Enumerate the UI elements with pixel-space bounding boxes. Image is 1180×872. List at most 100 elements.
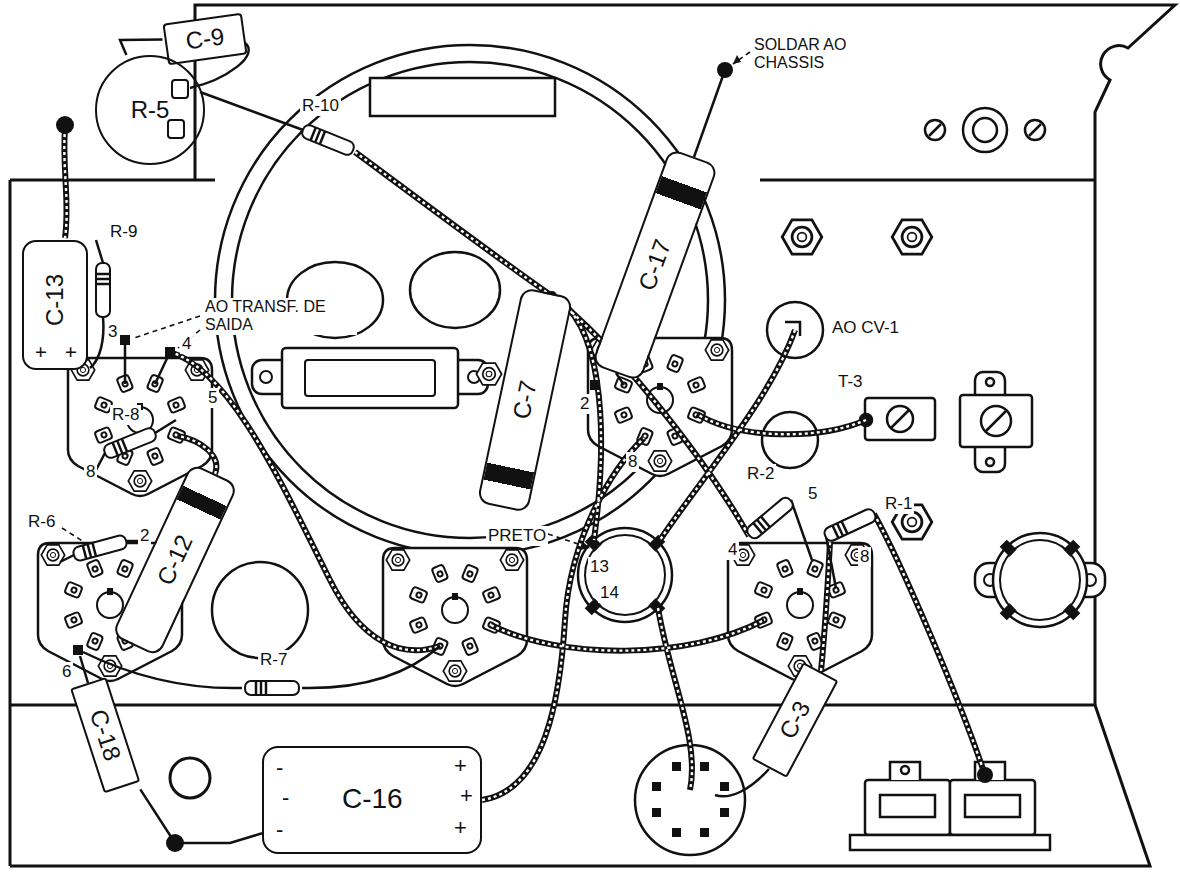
- resistor-symbols: [300, 123, 355, 156]
- solder-points: [977, 767, 993, 783]
- component-label: C-3: [774, 697, 815, 744]
- capacitor-body: C-9: [162, 13, 247, 66]
- resistor-symbols: [300, 123, 355, 156]
- wire-connector: [120, 40, 163, 56]
- component-label: C-18: [84, 706, 125, 764]
- plain-wires: [791, 500, 812, 560]
- if-transformer: [282, 348, 458, 408]
- plain-wires: [826, 536, 836, 588]
- plain-wires: [715, 769, 769, 796]
- capacitor-body: C-12: [111, 463, 238, 657]
- trimmer-t3: [860, 372, 1032, 472]
- component-label: C-13: [42, 274, 68, 326]
- callout-label: 3: [106, 322, 119, 342]
- chassis-outline: [10, 705, 1150, 866]
- octal-plug: [720, 808, 729, 817]
- plain-wires: [60, 555, 74, 562]
- plain-wires: [90, 317, 103, 368]
- component-label: +: [454, 816, 467, 840]
- component-label: +: [460, 784, 473, 808]
- switch-block: [850, 835, 1050, 850]
- if-transformer: [252, 348, 488, 408]
- potentiometer-lugs: [172, 80, 188, 98]
- chassis-outline: [760, 179, 1095, 182]
- octal-plug: [652, 808, 661, 817]
- resistor-symbols: [245, 681, 299, 695]
- if-transformer: [260, 371, 272, 383]
- plain-wires: [124, 345, 127, 384]
- solder-points: [590, 380, 600, 390]
- callout-label: 6: [60, 662, 73, 682]
- tube-sockets: [728, 543, 872, 681]
- resistor-symbols: [96, 263, 110, 317]
- switch-block: [880, 795, 935, 817]
- tube-sockets: [383, 548, 527, 686]
- switch-block: [890, 762, 920, 780]
- potentiometer-lugs: [168, 120, 184, 138]
- capacitor-body: C-17: [591, 148, 719, 382]
- callout-label: 8: [626, 452, 639, 472]
- octal-plug: [672, 828, 681, 837]
- chassis-outline: [9, 180, 12, 866]
- trimmer-t3: [865, 398, 935, 440]
- plain-wires: [200, 92, 303, 130]
- callout-label: R-2: [745, 464, 776, 484]
- switch-block: [901, 766, 909, 774]
- component-label: -: [276, 818, 283, 842]
- switch-block: [850, 762, 1050, 850]
- component-label: +: [30, 346, 52, 358]
- rear-panel-screws: [1025, 120, 1045, 140]
- callout-label: 2: [138, 526, 151, 546]
- chassis-outline: [10, 5, 1175, 866]
- callout-label: AO TRANSF. DE SAIDA: [203, 298, 357, 335]
- resistor-symbols: [72, 534, 128, 561]
- hex-nuts: [476, 363, 501, 385]
- component-label: C-16: [342, 784, 403, 815]
- resistor-symbols: [72, 534, 128, 561]
- rear-panel-screws: [925, 108, 1045, 152]
- leader-arrowheads: [580, 542, 590, 550]
- resistor-symbols: [245, 681, 299, 695]
- component-label: +: [454, 754, 467, 778]
- hex-nuts: [476, 220, 931, 539]
- resistor-symbols: [72, 123, 877, 695]
- leader-arrowheads: [580, 55, 741, 550]
- solder-points: [120, 335, 130, 345]
- speaker-opening: [370, 78, 555, 116]
- octal-plug: [700, 762, 709, 771]
- electrolytic-capacitor: C-13++: [22, 240, 88, 370]
- rear-panel-screws: [973, 118, 997, 142]
- trimmer-t3: [887, 406, 913, 432]
- resistor-symbols: [102, 426, 157, 459]
- capacitor-body: C-3: [752, 662, 839, 778]
- octal-plug: [720, 782, 729, 791]
- solder-points: [165, 347, 175, 357]
- callout-label: 5: [806, 484, 819, 504]
- leader-lines: [62, 528, 84, 542]
- octal-plug: [652, 782, 661, 791]
- potentiometer-body: R-5: [95, 55, 205, 165]
- rear-panel-screws: [925, 120, 945, 140]
- resistor-symbols: [745, 495, 795, 540]
- plain-wires: [80, 656, 88, 683]
- callout-label: 4: [726, 540, 739, 560]
- tube-sockets: [993, 533, 1087, 627]
- rear-panel-screws: [929, 124, 941, 136]
- component-label: R-5: [131, 97, 170, 123]
- component-label: -: [276, 756, 283, 780]
- solder-points: [73, 645, 83, 655]
- plain-wires: [302, 646, 440, 688]
- trimmer-t3: [986, 411, 1006, 431]
- wire-connector: [140, 789, 262, 843]
- braided-wires-texture: [64, 128, 985, 800]
- leader-lines: [733, 52, 750, 64]
- callout-label: T-3: [836, 372, 865, 392]
- resistor-symbols: [745, 495, 795, 540]
- solder-points: [717, 62, 733, 78]
- hex-nuts: [782, 220, 822, 254]
- rear-panel-screws: [963, 108, 1007, 152]
- callout-label: 8: [84, 462, 97, 482]
